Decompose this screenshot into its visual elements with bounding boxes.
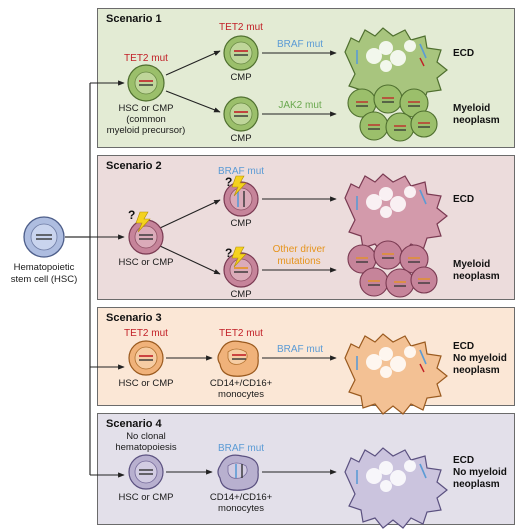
s1-cmp-bottom: CMP [230,133,252,144]
s2-question: ? [128,208,136,222]
s2-outcome-bottom-line2: neoplasm [453,271,500,282]
s2-braf: BRAF mut [217,166,265,177]
s3-mono-line1: CD14+/CD16+ [209,378,273,389]
s3-origin: HSC or CMP [118,378,174,389]
scenario-1-panel: Scenario 1 [97,8,515,148]
s1-origin-line3: myeloid precursor) [106,125,186,136]
hsc-cell [23,216,65,258]
s2-arrow-up [159,199,221,229]
s4-outcome-line3: neoplasm [453,479,500,490]
s1-origin-line2: (common [126,114,166,125]
s1-outcome-bottom-line2: neoplasm [453,115,500,126]
s1-histiocyte-cluster [344,27,448,109]
scenario-3-title: Scenario 3 [106,312,162,324]
s3-histiocyte-cluster [344,333,448,415]
s2-origin: HSC or CMP [118,257,174,268]
scenario-2-panel: Scenario 2 [97,155,515,300]
s2-origin-cell [128,219,164,255]
scenario-3-panel: Scenario 3 [97,307,515,406]
s4-braf: BRAF mut [217,443,265,454]
scenario-2-title: Scenario 2 [106,160,162,172]
s4-origin: HSC or CMP [118,492,174,503]
s4-histiocyte-cluster [344,447,448,529]
s1-tet2-left: TET2 mut [124,53,168,64]
s3-mono-line2: monocytes [218,389,264,400]
s3-outcome-line1: ECD [453,341,475,352]
s4-monocyte-cell [217,454,259,491]
s1-braf: BRAF mut [276,39,324,50]
s3-outcome-line2: No myeloid [453,353,507,364]
scenario-4-title: Scenario 4 [106,418,162,430]
s3-origin-cell [128,340,164,376]
s1-outcome-bottom-line1: Myeloid [453,103,491,114]
s2-question-top: ? [225,175,233,189]
lightning-bolt-icon [135,175,247,268]
s4-clonal-line1: No clonal [126,431,166,442]
s4-origin-cell [128,454,164,490]
s4-mono-line1: CD14+/CD16+ [209,492,273,503]
scenario-1-title: Scenario 1 [106,13,162,25]
s2-outcome-bottom-line1: Myeloid [453,259,491,270]
s1-arrow-down [165,90,221,113]
s2-cmp-top: CMP [230,218,252,229]
s3-tet2-mid: TET2 mut [219,328,263,339]
s2-outcome-top: ECD [453,194,475,205]
s4-clonal-line2: hematopoiesis [115,442,177,453]
s1-cmp-top: CMP [230,72,252,83]
s1-myeloid-cluster [347,84,438,142]
s2-other-line1: Other driver [272,244,326,255]
s1-tet2-top: TET2 mut [219,22,263,33]
s1-origin-cell [127,64,165,102]
s1-cmp-bottom-cell [223,96,259,132]
s2-arrow-down [159,245,221,275]
s3-tet2-left: TET2 mut [124,328,168,339]
s4-outcome-line2: No myeloid [453,467,507,478]
s3-braf: BRAF mut [276,344,324,355]
s2-cmp-bottom: CMP [230,289,252,300]
s3-monocyte-cell [217,340,259,377]
s2-other-line2: mutations [277,256,321,267]
connector-arrows [90,50,337,478]
s1-cmp-top-cell [223,35,259,71]
hsc-label-line2: stem cell (HSC) [10,274,78,285]
hsc-label-line1: Hematopoietic [13,262,75,273]
s2-myeloid-cluster [347,240,438,298]
s1-jak2: JAK2 mut [278,100,322,111]
s1-outcome-top: ECD [453,48,475,59]
s2-question-bottom: ? [225,246,233,260]
s4-mono-line2: monocytes [218,503,264,514]
s4-outcome-line1: ECD [453,455,475,466]
s1-origin-line1: HSC or CMP [118,103,174,114]
scenario-4-panel: Scenario 4 [97,413,515,525]
branch-lines [65,83,91,475]
s2-histiocyte-cluster [344,173,448,255]
s1-arrow-up [165,50,221,76]
s3-outcome-line3: neoplasm [453,365,500,376]
